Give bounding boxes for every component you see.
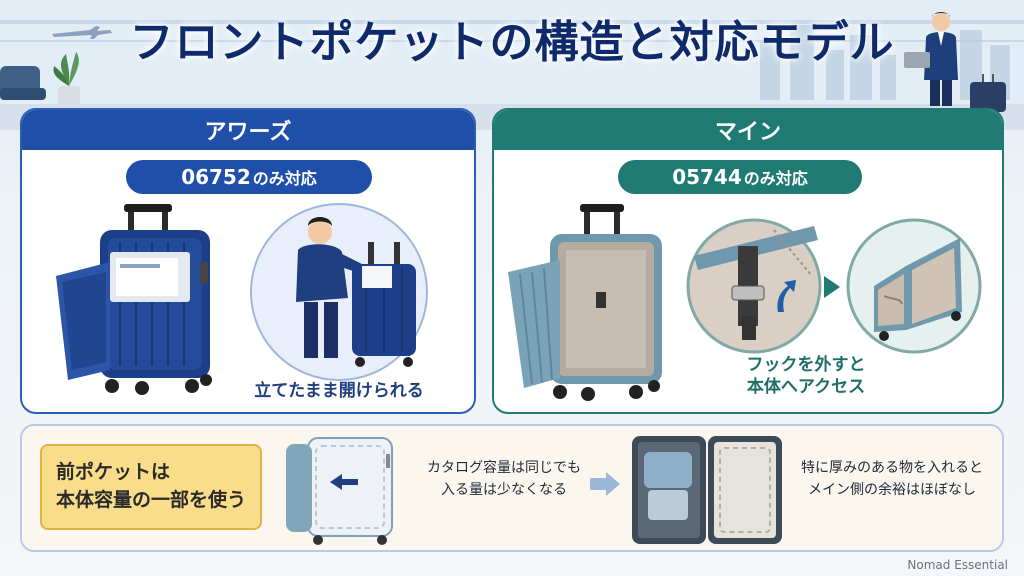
navy-suitcase-open-front-icon bbox=[56, 204, 212, 395]
arrow-right-icon bbox=[824, 276, 840, 298]
brand-label: Nomad Essential bbox=[907, 558, 1008, 572]
mine-caption-line2: 本体へアクセス bbox=[746, 377, 866, 398]
standing-access-illustration bbox=[250, 203, 428, 381]
right-line1: 特に厚みのある物を入れると bbox=[801, 460, 983, 476]
capacity-note-section: 前ポケットは 本体容量の一部を使う カタログ容量は同じでも 入る量は少なくなる … bbox=[20, 424, 1004, 552]
note-line2: 本体容量の一部を使う bbox=[56, 489, 247, 511]
capacity-right-text: 特に厚みのある物を入れると メイン側の余裕はほぼなし bbox=[786, 458, 998, 501]
awards-panel: アワーズ 06752 のみ対応 bbox=[20, 108, 476, 414]
awards-model-code: 06752 bbox=[181, 165, 251, 189]
middle-line2: 入る量は少なくなる bbox=[441, 481, 567, 498]
awards-model-badge: 06752 のみ対応 bbox=[126, 160, 372, 194]
hook-detail-illustration bbox=[686, 218, 822, 354]
page-title: フロントポケットの構造と対応モデル bbox=[129, 17, 895, 68]
suitcase-side-diagram bbox=[286, 437, 393, 545]
open-suitcase-top-diagram bbox=[632, 436, 782, 544]
teal-suitcase-open-front-icon bbox=[508, 204, 662, 401]
businessman-figure bbox=[904, 12, 1006, 112]
mine-model-suffix: のみ対応 bbox=[743, 169, 808, 188]
mine-caption-line1: フックを外すと bbox=[746, 355, 866, 375]
capacity-middle-text: カタログ容量は同じでも 入る量は少なくなる bbox=[406, 458, 602, 501]
awards-caption: 立てたまま開けられる bbox=[254, 381, 424, 401]
awards-header: アワーズ bbox=[22, 110, 474, 150]
open-suitcase-illustration bbox=[846, 218, 982, 354]
mine-caption: フックを外すと 本体へアクセス bbox=[706, 354, 906, 398]
mine-model-code: 05744 bbox=[672, 165, 742, 189]
mine-panel: マイン 05744 のみ対応 bbox=[492, 108, 1004, 414]
note-line1: 前ポケットは bbox=[56, 461, 171, 484]
right-line2: メイン側の余裕はほぼなし bbox=[808, 481, 976, 498]
front-pocket-note: 前ポケットは 本体容量の一部を使う bbox=[40, 444, 262, 530]
mine-header: マイン bbox=[494, 110, 1002, 150]
arrow-right-light-icon bbox=[590, 472, 620, 496]
mine-model-badge: 05744 のみ対応 bbox=[618, 160, 862, 194]
awards-model-suffix: のみ対応 bbox=[252, 169, 317, 188]
middle-line1: カタログ容量は同じでも bbox=[427, 460, 581, 476]
